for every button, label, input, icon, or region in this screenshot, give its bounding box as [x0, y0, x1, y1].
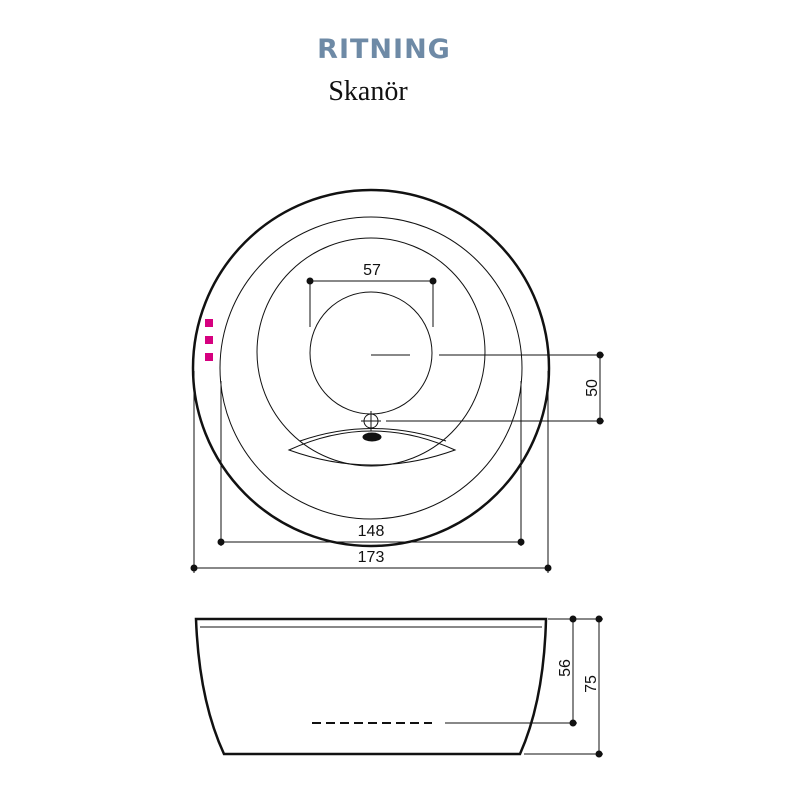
dim-dot	[595, 750, 603, 758]
dim-dot	[595, 615, 603, 623]
dim-label-173: 173	[358, 549, 385, 566]
dim-label-148: 148	[358, 523, 385, 540]
dimension-173	[190, 371, 552, 573]
top-view	[191, 188, 551, 548]
dimension-50	[386, 351, 604, 425]
dim-dot	[569, 719, 577, 727]
side-view	[194, 617, 548, 756]
dim-dot	[596, 351, 604, 359]
marker-square	[205, 336, 213, 344]
dimension-56	[445, 615, 577, 727]
dim-dot	[429, 277, 437, 285]
seat-ledge	[287, 430, 457, 466]
basin-circle	[256, 237, 486, 467]
product-name: Skanör	[328, 76, 408, 107]
outer-rim-circle	[191, 188, 551, 548]
page-title: RITNING	[317, 34, 451, 65]
dim-dot	[217, 538, 225, 546]
dimension-75	[524, 615, 603, 758]
dim-dot	[517, 538, 525, 546]
dim-dot	[306, 277, 314, 285]
inner-rim-circle	[219, 216, 523, 520]
dim-label-50: 50	[584, 379, 601, 397]
dim-dot	[569, 615, 577, 623]
tub-profile	[194, 617, 548, 756]
marker-square	[205, 319, 213, 327]
drain-icon	[362, 432, 382, 442]
dim-label-75: 75	[583, 675, 600, 693]
dimension-57	[306, 277, 437, 327]
marker-square	[205, 353, 213, 361]
dimension-148	[217, 381, 525, 546]
control-markers	[205, 319, 213, 361]
seat-ledge-inner	[299, 428, 447, 442]
dim-dot	[544, 564, 552, 572]
dim-label-57: 57	[363, 262, 381, 279]
dim-dot	[596, 417, 604, 425]
dim-label-56: 56	[557, 659, 574, 677]
inner-basin-circle	[309, 291, 433, 415]
dim-dot	[190, 564, 198, 572]
